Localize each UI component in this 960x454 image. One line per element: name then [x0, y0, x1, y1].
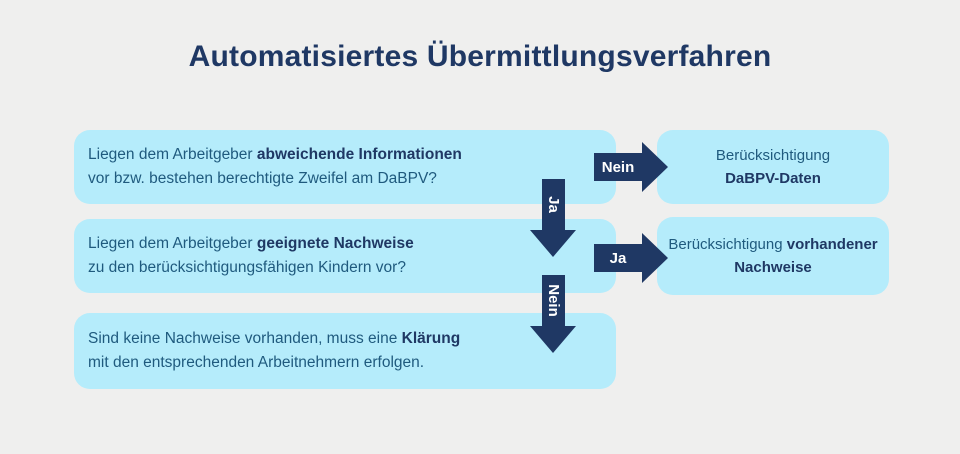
- result-box-dabpv-daten: Berücksichtigung DaBPV-Daten: [657, 130, 889, 204]
- statement-box-klaerung: Sind keine Nachweise vorhanden, muss ein…: [74, 313, 616, 389]
- text-segment: Berücksichtigung: [668, 236, 787, 253]
- text-segment: Sind keine Nachweise vorhanden, muss ein…: [88, 330, 402, 347]
- arrow-shaft: [594, 244, 642, 272]
- text-segment-bold: Nachweise: [734, 259, 812, 276]
- arrow-head-down-icon: [530, 230, 576, 257]
- arrow-shaft: [542, 275, 565, 326]
- arrow-ja-down-icon: Ja: [530, 179, 577, 257]
- box-text-line: Liegen dem Arbeitgeber geeignete Nachwei…: [88, 232, 616, 256]
- text-segment: Liegen dem Arbeitgeber: [88, 235, 257, 252]
- arrow-head-right-icon: [642, 142, 668, 192]
- arrow-ja-right-icon: Ja: [594, 233, 668, 283]
- text-segment: Liegen dem Arbeitgeber: [88, 146, 257, 163]
- arrow-label-nein: Nein: [544, 284, 562, 317]
- arrow-nein-right-icon: Nein: [594, 142, 668, 192]
- arrow-label-ja: Ja: [609, 249, 627, 267]
- box-text-line: zu den berücksichtigungsfähigen Kindern …: [88, 256, 616, 280]
- box-text-line: Liegen dem Arbeitgeber abweichende Infor…: [88, 143, 616, 167]
- page-title: Automatisiertes Übermittlungsverfahren: [188, 40, 772, 73]
- text-segment-bold: DaBPV-Daten: [725, 170, 821, 187]
- text-segment-bold: Klärung: [401, 330, 461, 347]
- question-box-geeignete-nachweise: Liegen dem Arbeitgeber geeignete Nachwei…: [74, 219, 616, 293]
- arrow-shaft: [594, 153, 642, 181]
- result-box-vorhandene-nachweise: Berücksichtigung vorhandener Nachweise: [657, 217, 889, 295]
- arrow-label-nein: Nein: [601, 158, 635, 176]
- text-segment-bold: vorhandener: [786, 236, 878, 253]
- text-segment: Berücksichtigung: [715, 147, 831, 164]
- box-text-line: Berücksichtigung: [716, 144, 830, 167]
- arrow-head-right-icon: [642, 233, 668, 283]
- box-text-line: DaBPV-Daten: [725, 167, 821, 190]
- arrow-label-wrapper: Nein: [530, 275, 577, 326]
- box-text-line: Nachweise: [734, 256, 812, 279]
- arrow-head-down-icon: [530, 326, 576, 353]
- box-text-line: mit den entsprechenden Arbeitnehmern erf…: [88, 351, 616, 375]
- arrow-label-wrapper: Ja: [530, 179, 577, 230]
- text-segment: vor bzw. bestehen berechtigte Zweifel am…: [88, 170, 437, 187]
- text-segment: zu den berücksichtigungsfähigen Kindern …: [88, 259, 406, 276]
- text-segment: mit den entsprechenden Arbeitnehmern erf…: [88, 354, 425, 371]
- arrow-nein-down-icon: Nein: [530, 275, 577, 353]
- question-box-abweichende-informationen: Liegen dem Arbeitgeber abweichende Infor…: [74, 130, 616, 204]
- box-text-line: vor bzw. bestehen berechtigte Zweifel am…: [88, 167, 616, 191]
- text-segment-bold: abweichende Informationen: [256, 146, 462, 163]
- text-segment-bold: geeignete Nachweise: [256, 235, 414, 252]
- box-text-line: Sind keine Nachweise vorhanden, muss ein…: [88, 327, 616, 351]
- arrow-label-ja: Ja: [545, 196, 562, 213]
- box-text-line: Berücksichtigung vorhandener: [668, 233, 877, 256]
- arrow-shaft: [542, 179, 565, 230]
